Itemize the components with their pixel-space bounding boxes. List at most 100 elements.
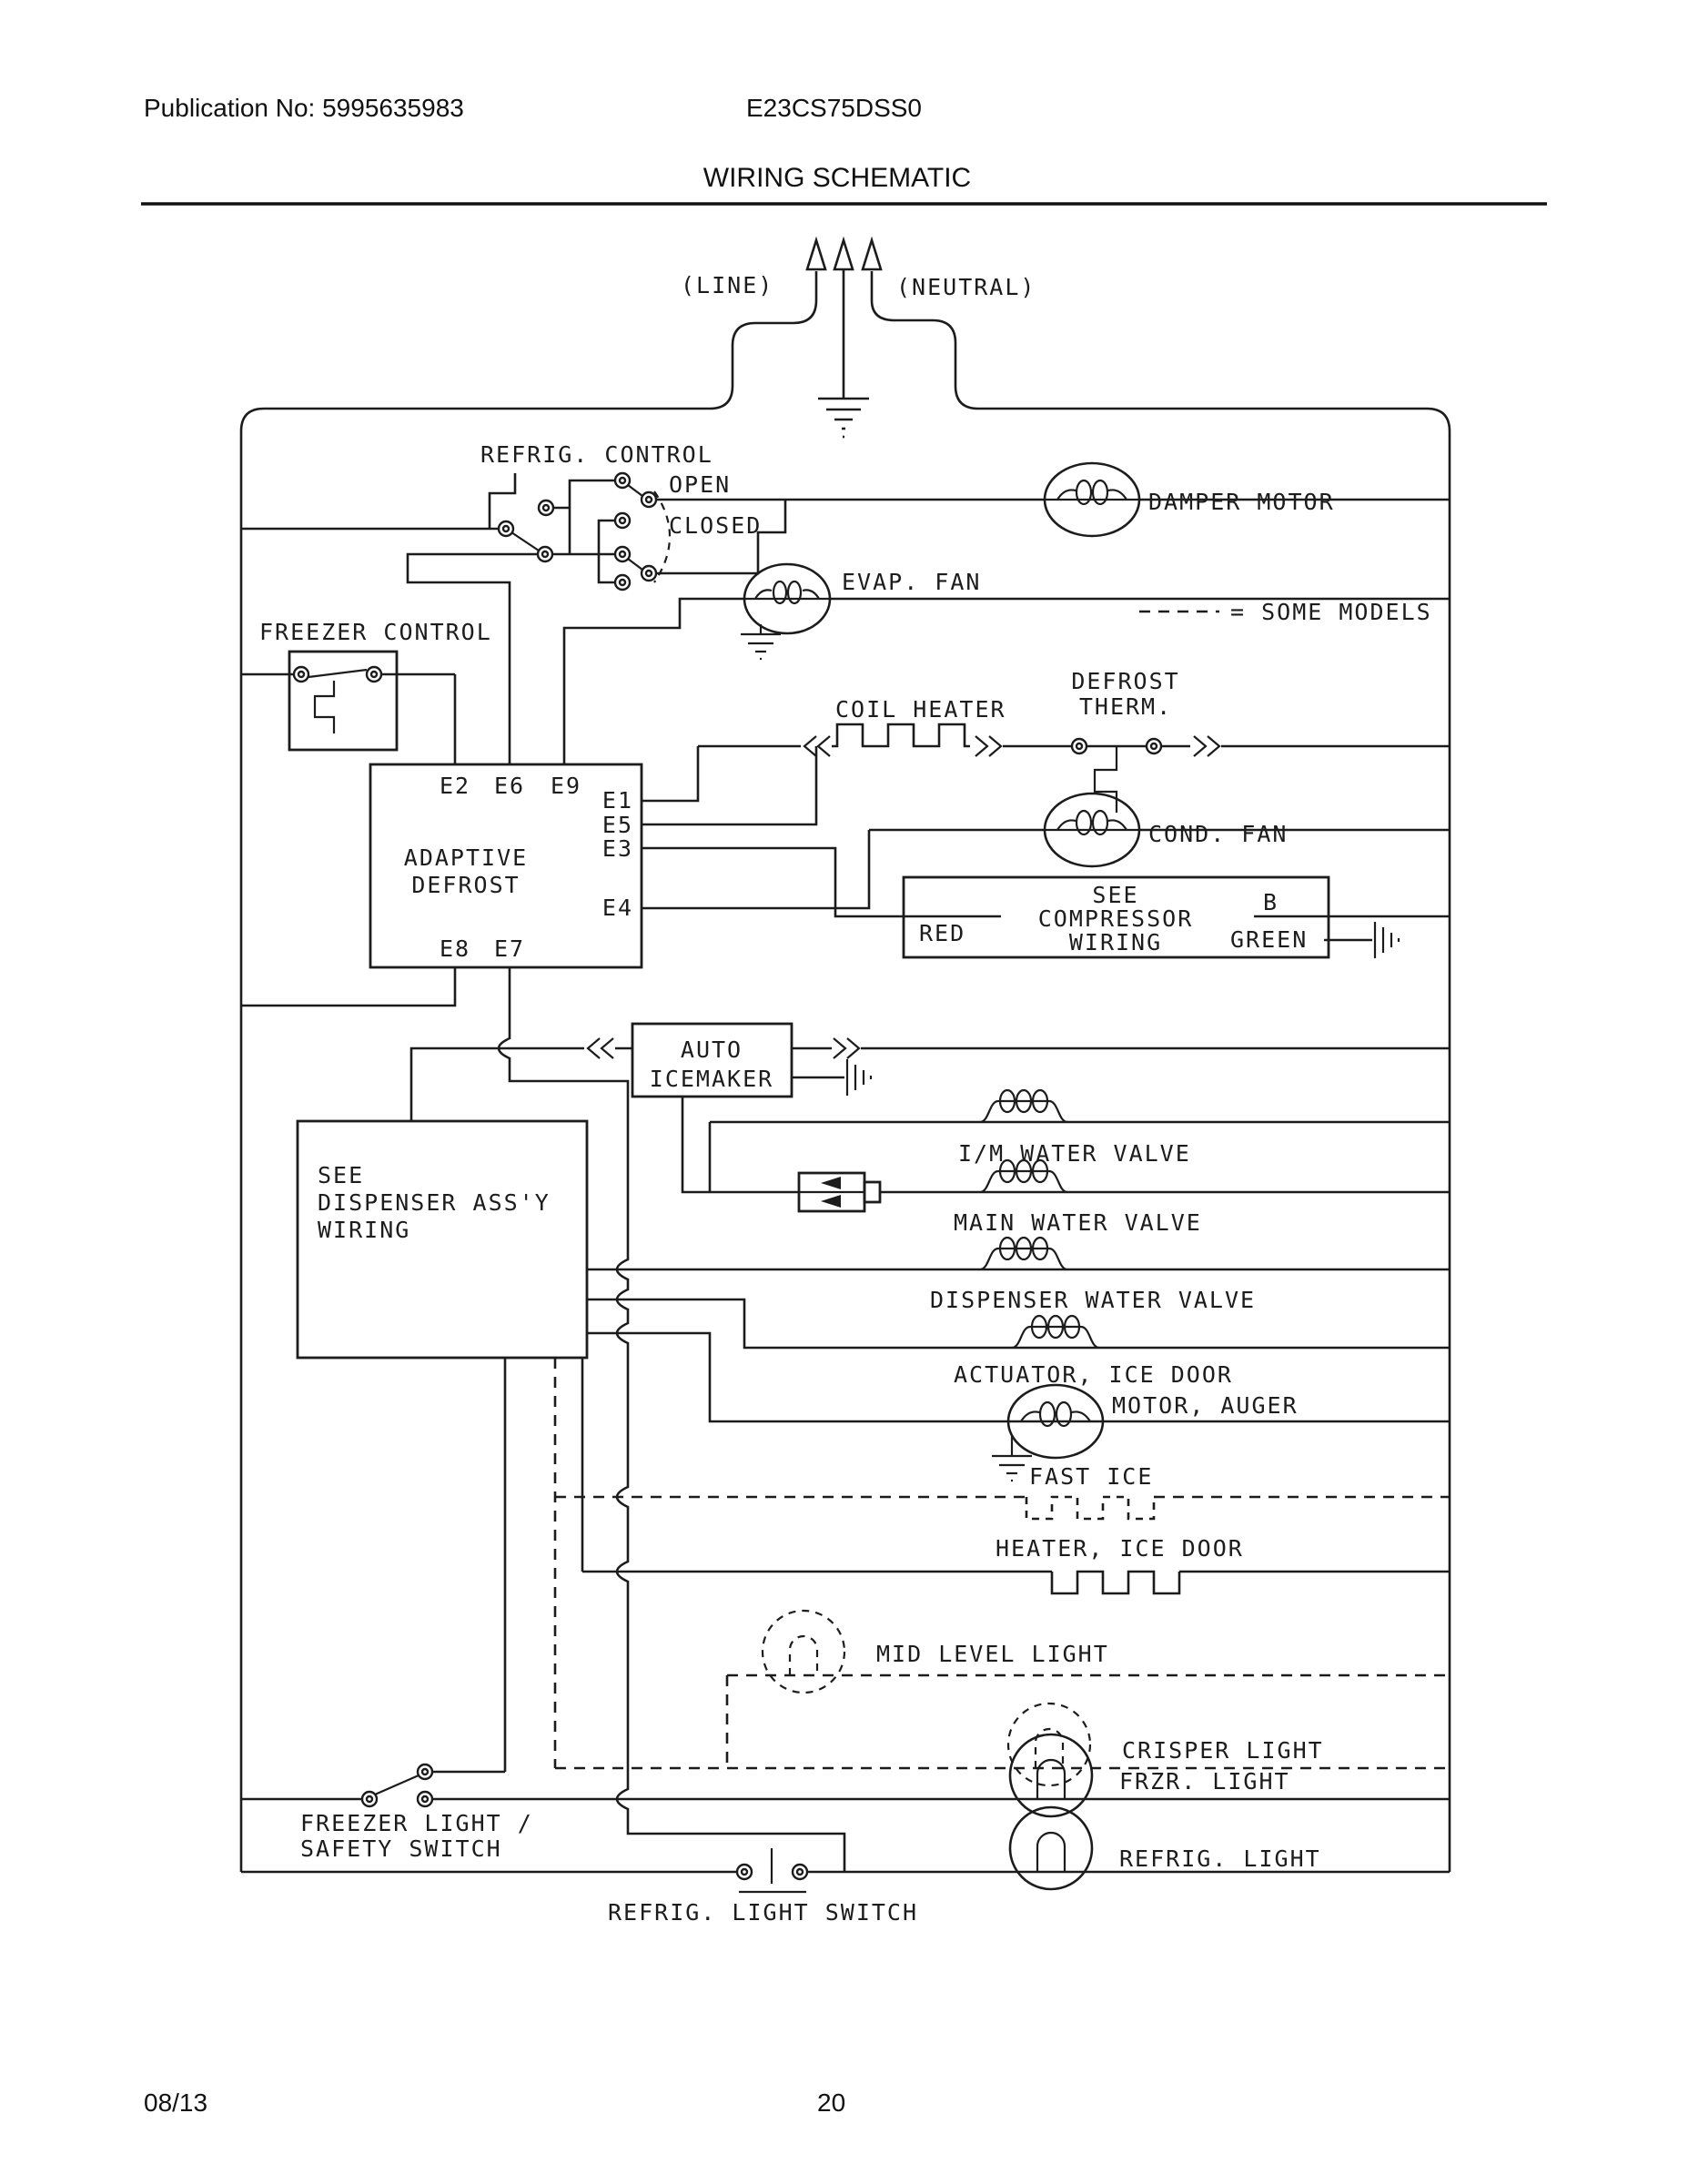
actuator-label: ACTUATOR, ICE DOOR xyxy=(954,1361,1233,1388)
damper-motor: DAMPER MOTOR xyxy=(1043,461,1450,538)
fast-ice-heater-element xyxy=(1025,1495,1156,1521)
freezer-control-label: FREEZER CONTROL xyxy=(259,619,492,645)
publication-number: Publication No: 5995635983 xyxy=(144,94,464,122)
damper-motor-label: DAMPER MOTOR xyxy=(1148,489,1335,515)
green-chassis-ground-icon xyxy=(1373,922,1400,958)
mid-level-light-label: MID LEVEL LIGHT xyxy=(876,1641,1109,1667)
switch-link-dashed xyxy=(653,490,671,583)
coil-heater-element xyxy=(832,723,970,748)
power-entry: (LINE) (NEUTRAL) xyxy=(681,236,1036,439)
terminal-e8-label: E8 xyxy=(440,935,470,962)
e4-wire xyxy=(642,830,871,910)
defrost-therm-label-2: THERM. xyxy=(1079,693,1172,720)
neutral-wire xyxy=(870,271,979,410)
refrig-light-circuit: REFRIG. LIGHT REFRIG. LIGHT SWITCH xyxy=(608,1805,1321,1926)
closed-contact-wire xyxy=(656,500,787,575)
open-blade xyxy=(627,484,643,497)
red-wire-label: RED xyxy=(919,920,965,946)
terminal-e3-label: E3 xyxy=(602,835,633,862)
cond-fan: COND. FAN xyxy=(869,792,1450,868)
mid-level-light-circuit: MID LEVEL LIGHT xyxy=(725,1609,1450,1768)
frzr-light-filament xyxy=(1036,1758,1066,1799)
defrost-therm-sensor xyxy=(1093,746,1118,813)
green-wire-label: GREEN xyxy=(1230,926,1308,953)
icemaker-chassis-ground-icon xyxy=(845,1059,873,1096)
evap-fan-label: EVAP. FAN xyxy=(842,569,981,595)
page-footer: 08/13 20 xyxy=(144,2088,845,2117)
e8-wire xyxy=(241,967,457,1007)
compressor-label-1: SEE xyxy=(1092,882,1138,908)
auger-motor-label: MOTOR, AUGER xyxy=(1112,1392,1299,1419)
closed-label: CLOSED xyxy=(669,512,762,539)
e7-wire xyxy=(497,967,846,1872)
dispenser-assy-box: SEE DISPENSER ASS'Y WIRING xyxy=(296,1119,589,1772)
compressor-box: SEE COMPRESSOR WIRING RED B GREEN xyxy=(902,875,1450,959)
terminal-e6-label: E6 xyxy=(494,773,525,799)
e1-wire xyxy=(642,746,700,803)
line-arrow-icon xyxy=(805,236,827,271)
refrig-light-filament xyxy=(1036,1831,1066,1872)
freezer-light-switch-label-1: FREEZER LIGHT / xyxy=(300,1810,533,1836)
refrig-control: REFRIG. CONTROL OPEN CLOSED xyxy=(241,441,1045,592)
im-valve-label: I/M WATER VALVE xyxy=(958,1140,1191,1167)
icemaker-connector-right-icon xyxy=(833,1037,861,1059)
some-models-legend: = SOME MODELS xyxy=(1139,599,1432,625)
switch-blade xyxy=(510,531,540,551)
footer-page-number: 20 xyxy=(817,2088,845,2117)
safety-switch-blade xyxy=(374,1774,419,1796)
neutral-arrow-icon xyxy=(861,236,883,271)
defrost-therm-label-1: DEFROST xyxy=(1071,668,1179,694)
icemaker-label-1: AUTO xyxy=(681,1036,743,1063)
freezer-light-switch-label-2: SAFETY SWITCH xyxy=(300,1835,502,1862)
icemaker-label-2: ICEMAKER xyxy=(650,1066,773,1092)
auger-ground-icon xyxy=(992,1436,1032,1482)
some-models-label: = SOME MODELS xyxy=(1230,599,1432,625)
evap-fan-ground-icon xyxy=(741,624,781,661)
compressor-label-2: COMPRESSOR xyxy=(1038,905,1194,932)
line-wire xyxy=(709,271,818,410)
riser-1 xyxy=(568,479,615,554)
earth-ground-icon xyxy=(818,397,869,439)
adaptive-defrost-label-1: ADAPTIVE xyxy=(404,844,528,871)
inline-connector-right-icon xyxy=(975,735,1003,757)
neutral-label: (NEUTRAL) xyxy=(896,274,1036,300)
dispenser-box-label-2: DISPENSER ASS'Y xyxy=(318,1189,551,1216)
water-valves: I/M WATER VALVE MAIN WATER VALVE DISPENS… xyxy=(587,1088,1450,1388)
terminal-e7-label: E7 xyxy=(494,935,525,962)
refrig-control-hook-wire xyxy=(488,473,517,529)
evap-fan-feed-wire xyxy=(562,597,744,764)
freezer-light-circuit: FRZR. LIGHT FREEZER LIGHT / SAFETY SWITC… xyxy=(241,1733,1450,1862)
refrig-light-label: REFRIG. LIGHT xyxy=(1119,1845,1321,1872)
open-label: OPEN xyxy=(669,471,731,498)
evap-fan: EVAP. FAN xyxy=(562,562,1450,764)
riser-2 xyxy=(597,519,615,584)
center-arrow-icon xyxy=(833,236,854,271)
terminal-e5-label: E5 xyxy=(602,812,633,838)
icemaker-drop-wire xyxy=(681,1097,799,1194)
main-valve-label: MAIN WATER VALVE xyxy=(954,1209,1202,1236)
frzr-light-label: FRZR. LIGHT xyxy=(1119,1768,1290,1795)
crisper-light-circuit: CRISPER LIGHT xyxy=(555,1702,1450,1787)
closed-blade xyxy=(627,558,643,571)
cond-fan-label: COND. FAN xyxy=(1148,821,1288,847)
freezer-control-blade xyxy=(308,668,368,679)
icemaker-connector-left-icon xyxy=(586,1037,614,1059)
model-number: E23CS75DSS0 xyxy=(746,94,922,122)
icemaker-feed-wire xyxy=(409,1046,584,1121)
adaptive-defrost-label-2: DEFROST xyxy=(411,872,520,898)
auto-icemaker: AUTO ICEMAKER xyxy=(409,1022,1450,1194)
fast-ice-circuit: FAST ICE xyxy=(555,1463,1450,1521)
e6-riser xyxy=(406,552,539,764)
e3-wire xyxy=(642,846,1001,918)
page-header: Publication No: 5995635983 E23CS75DSS0 W… xyxy=(141,94,1547,206)
footer-date: 08/13 xyxy=(144,2088,207,2117)
terminal-e4-label: E4 xyxy=(602,895,633,921)
fast-ice-label: FAST ICE xyxy=(1029,1463,1153,1490)
freezer-control: FREEZER CONTROL xyxy=(241,619,492,752)
b-wire-label: B xyxy=(1263,889,1279,915)
refrig-control-label: REFRIG. CONTROL xyxy=(480,441,713,468)
terminal-e2-label: E2 xyxy=(440,773,470,799)
ice-door-heater-circuit: HEATER, ICE DOOR xyxy=(582,1535,1450,1595)
crisper-light-label: CRISPER LIGHT xyxy=(1122,1737,1324,1764)
